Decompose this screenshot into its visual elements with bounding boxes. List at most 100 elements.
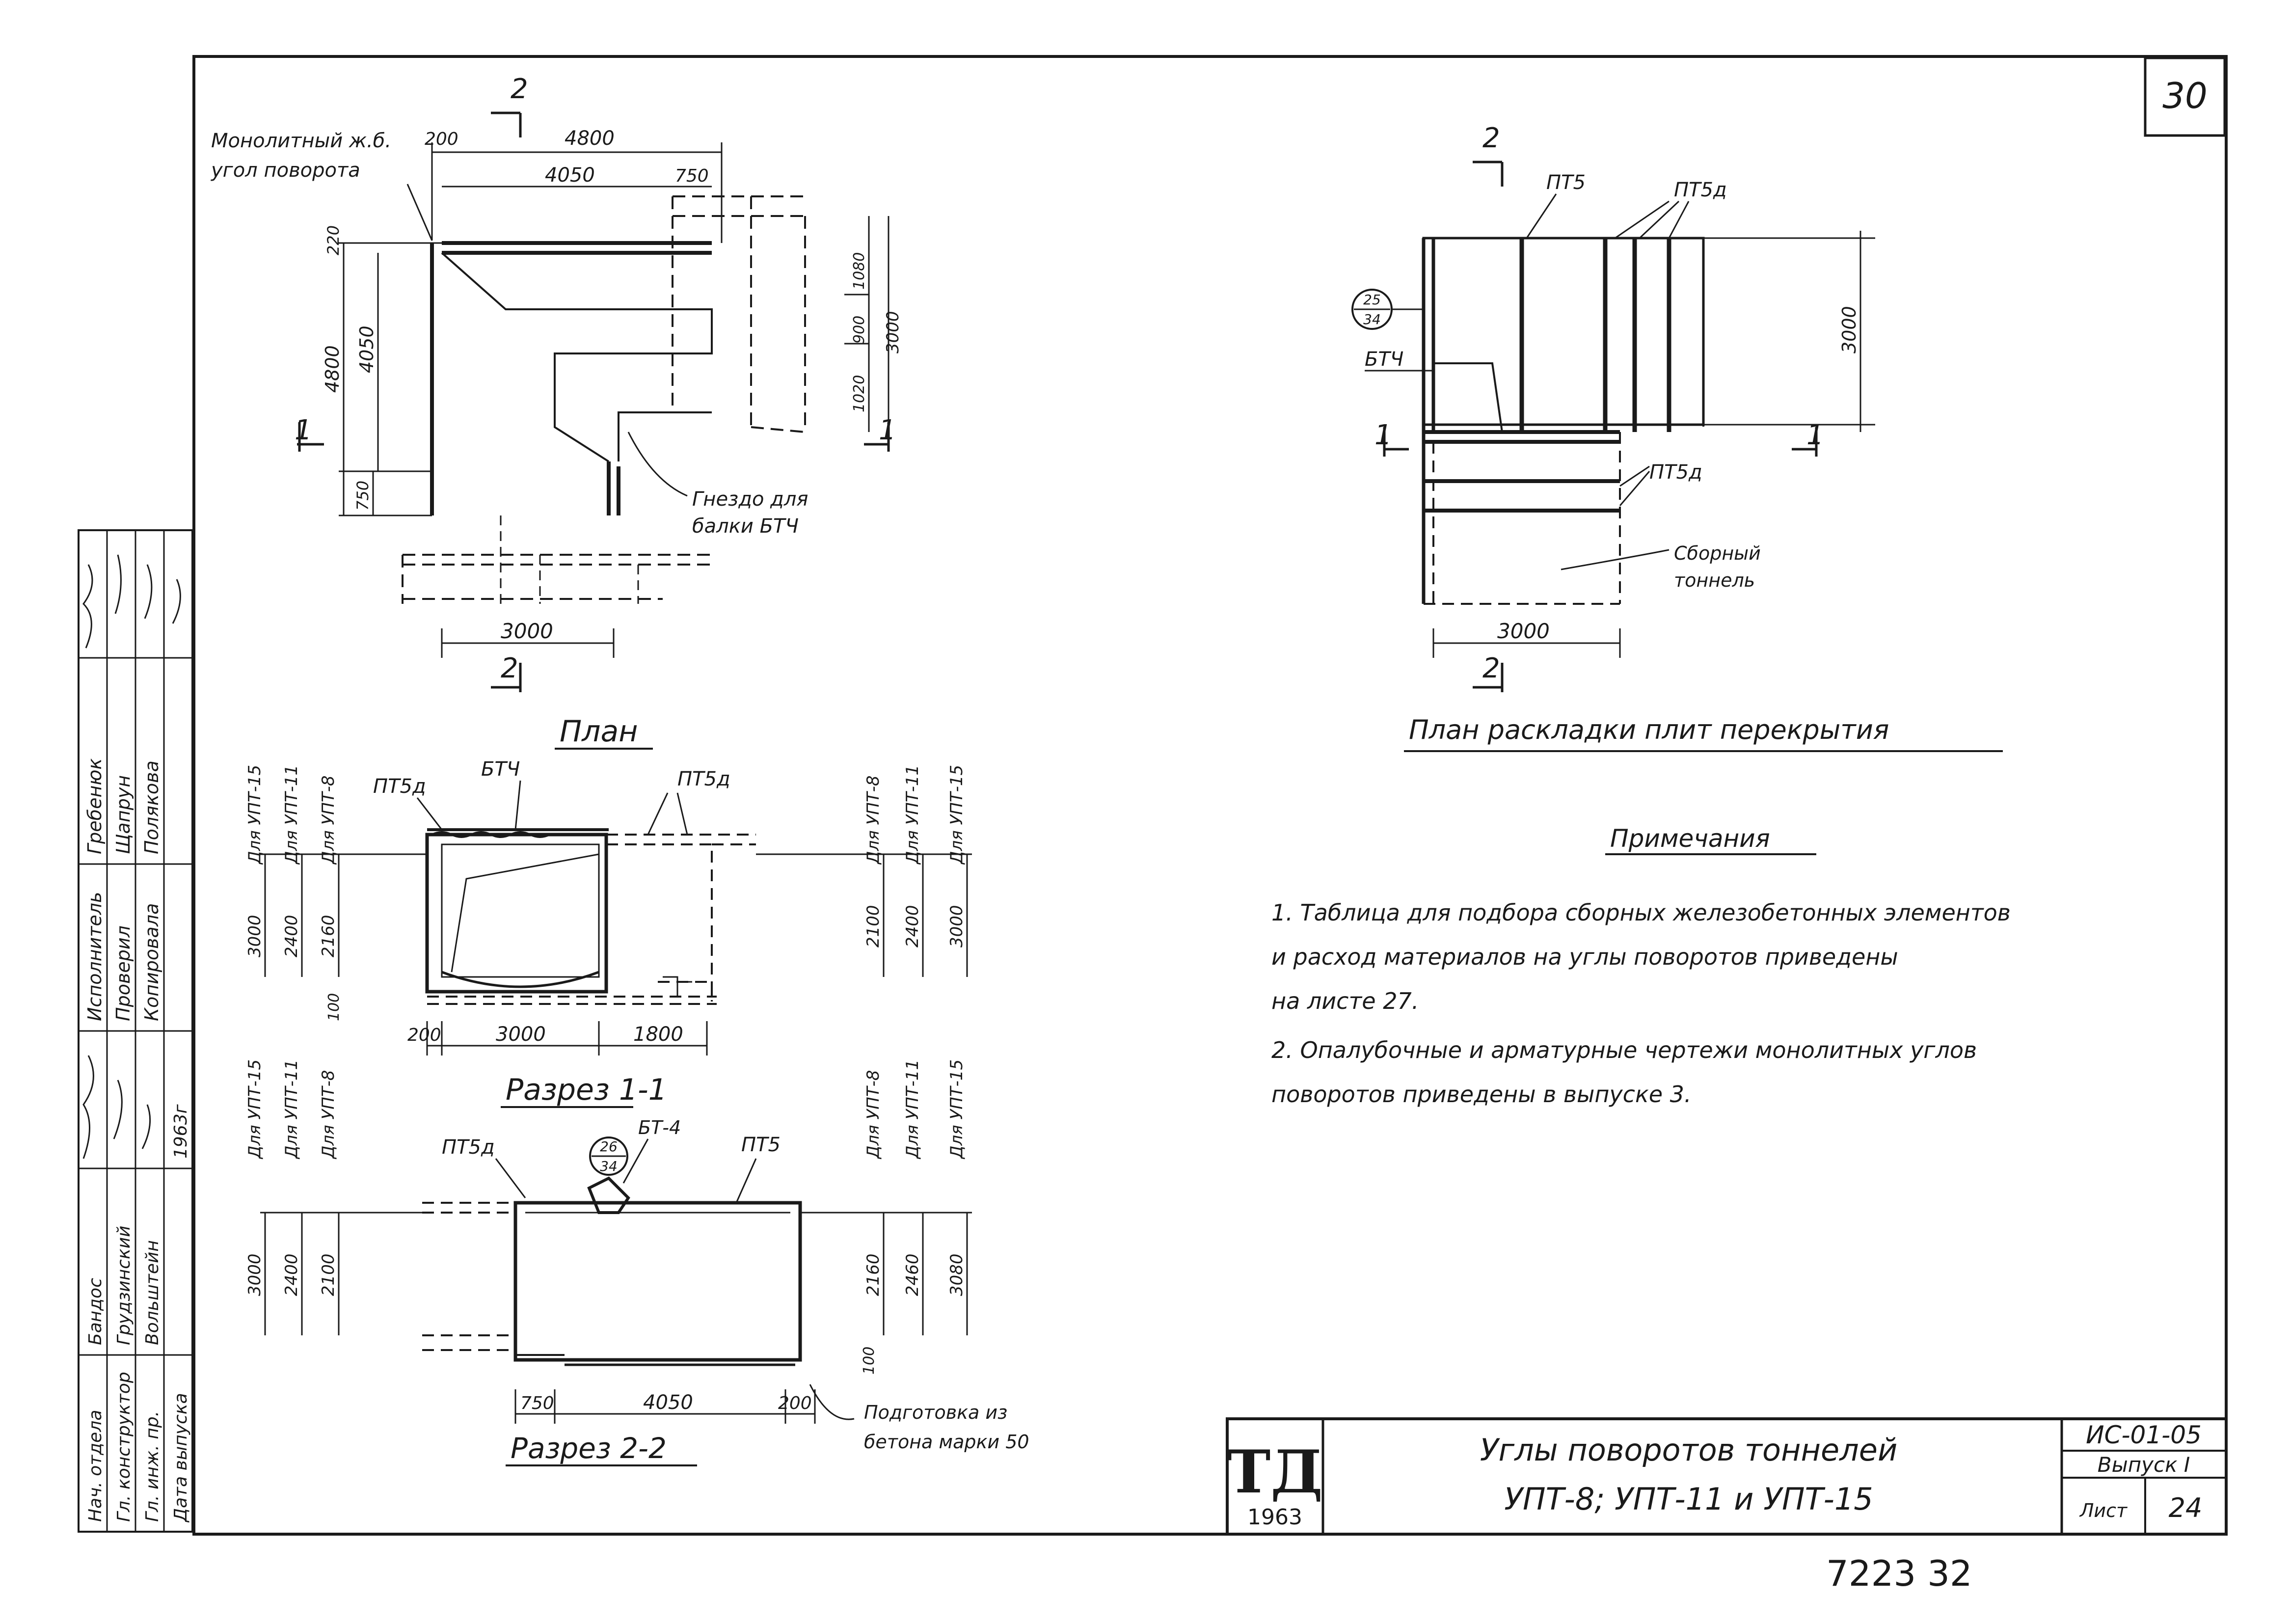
dim: 4800 [565,127,615,150]
plan-right-col-11: Для УПТ-11 [903,765,922,865]
plan-title: План [560,714,638,749]
dim: 2160 [319,915,338,957]
section-mark-bottom: 2 [501,652,518,684]
plan-right-col-15: Для УПТ-15 [947,765,967,865]
plan-top-left: Монолитный ж.б. угол поворота Гнездо для… [211,73,903,692]
note-line-5: поворотов приведены в выпуске 3. [1271,1081,1692,1108]
sheet-number: 30 [2162,75,2208,116]
plan-left-col-15: Для УПТ-15 [245,765,265,865]
dim: 4050 [545,164,595,187]
section1-left-col-11: Для УПТ-11 [282,1059,301,1160]
label-socket-2: балки БТЧ [692,515,799,538]
stamp-role-2: Проверил [112,925,134,1021]
label-monolith-2: угол поворота [211,159,360,182]
label-precast-1: Сборный [1674,542,1761,564]
slab-layout-title: План раскладки плит перекрытия [1409,714,1889,745]
title-line-1: Углы поворотов тоннелей [1480,1432,1898,1468]
dim: 100 [861,1347,878,1375]
cut-mark-left-right: 1 [1374,419,1392,451]
stamp-role-1: Исполнитель [84,892,106,1021]
label-bt4: БТ-4 [638,1117,681,1138]
section1-left-col-8: Для УПТ-8 [319,1070,338,1160]
dim: 3000 [245,1253,265,1296]
plan-right-col-8: Для УПТ-8 [863,775,883,865]
section-mark-top: 2 [511,73,528,105]
dim: 3000 [496,1023,546,1046]
section1-right-col-15: Для УПТ-15 [947,1059,967,1160]
stamp-name-3: Полякова [141,760,162,854]
section2-title: Разрез 2-2 [511,1432,667,1465]
dim: 100 [325,993,343,1021]
signature-scribbles-bottom [82,1055,151,1159]
note-line-3: на листе 27. [1271,988,1419,1014]
stamp-role-7: Дата выпуска [171,1393,191,1523]
section1-right-col-8: Для УПТ-8 [863,1070,883,1160]
label-btch: БТЧ [481,758,520,781]
dim: 1020 [851,375,868,412]
dim: 3000 [1838,306,1860,353]
plan-middle: План Для УПТ-15 Для УПТ-11 Для УПТ-8 300… [245,714,972,1056]
section-mark-bottom-right: 2 [1482,652,1500,684]
dim: 3080 [947,1253,967,1296]
label-pt5d-right: ПТ5д [677,768,730,790]
dim: 2100 [319,1253,338,1296]
dim: 900 [851,316,868,344]
joint-beam [587,1176,630,1214]
dim: 2400 [903,905,922,947]
dim: 200 [425,129,458,149]
bottom-archive-number: 7223 32 [1826,1553,1972,1594]
side-stamp: Исполнитель Проверил Копировала Гребенюк… [78,529,193,1533]
dim: 3000 [947,905,967,947]
label-pt5d: ПТ5д [442,1136,495,1159]
section1-title: Разрез 1-1 [506,1073,667,1107]
callout-circle [589,1137,628,1176]
stamp-name-4: Бандос [85,1278,106,1345]
dim: 750 [520,1393,554,1413]
doc-sheet-label: Лист [2079,1500,2128,1521]
signature-scribbles-top [82,554,181,649]
label-prep-2: бетона марки 50 [864,1431,1029,1453]
label-pt5-right: ПТ5 [1546,171,1586,194]
dim: 220 [324,225,343,255]
dim: 750 [353,481,372,511]
dim: 2400 [282,1253,301,1296]
doc-code: ИС-01-05 [2086,1421,2202,1449]
dim: 3000 [883,311,903,353]
section1-left-col-15: Для УПТ-15 [245,1059,265,1160]
sheet-number-box: 30 [2144,56,2226,137]
stamp-role-6: Гл. инж. пр. [142,1411,162,1522]
stamp-name-6: Вольштейн [142,1240,162,1345]
stamp-role-4: Нач. отдела [85,1410,106,1522]
note-line-1: 1. Таблица для подбора сборных железобет… [1271,899,2011,926]
label-precast-2: тоннель [1674,569,1755,591]
dim: 4050 [643,1391,693,1414]
callout-top: 26 [600,1138,618,1155]
dim: 4050 [356,325,377,373]
note-line-4: 2. Опалубочные и арматурные чертежи моно… [1271,1037,1977,1063]
title-line-2: УПТ-8; УПТ-11 и УПТ-15 [1504,1481,1873,1517]
label-pt5d-top-right: ПТ5д [1674,179,1727,201]
section1-right-col-11: Для УПТ-11 [903,1059,922,1160]
dim: 2100 [863,905,883,947]
dim: 2460 [903,1253,922,1296]
dim: 2400 [282,915,301,957]
stamp-name-2: Щапрун [112,775,134,854]
dim: 750 [675,166,709,186]
dim: 3000 [245,915,265,957]
cut-mark-left: 1 [295,414,312,446]
dim: 3000 [501,619,553,643]
dim: 200 [778,1393,812,1413]
dim: 3000 [1497,619,1550,643]
plan-right: 3000 3000 2 2 1 1 25 34 ПТ5 ПТ5д БТЧ ПТ5… [1351,122,1875,692]
label-pt5d-left: ПТ5д [373,775,426,798]
label-monolith-1: Монолитный ж.б. [211,130,391,152]
cut-mark-right-right: 1 [1806,419,1824,451]
stamp-logo: ТД [1227,1437,1323,1507]
dim: 200 [407,1025,441,1045]
stamp-year: 1963 [1247,1505,1302,1530]
doc-sheet-value: 24 [2169,1492,2203,1523]
notes: Примечания 1. Таблица для подбора сборны… [1271,824,2011,1108]
doc-issue: Выпуск I [2098,1453,2190,1477]
stamp-date: 1963г [171,1104,191,1159]
